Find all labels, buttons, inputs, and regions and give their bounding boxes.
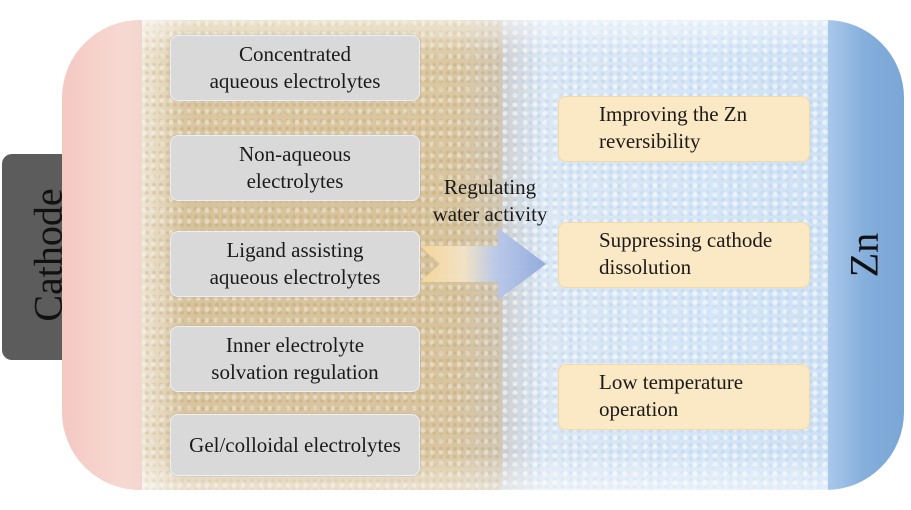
benefit-box-low-temperature: Low temperature operation [558,364,810,430]
strategy-line: Inner electrolyte [225,333,365,357]
right-arrow-icon [420,228,546,300]
arrow-label: Regulating water activity [410,174,570,228]
benefit-box-reversibility: Improving the Zn reversibility [558,96,810,162]
benefit-line: Suppressing cathode [599,228,773,252]
strategy-line: solvation regulation [211,360,379,384]
strategy-box-concentrated: Concentrated aqueous electrolytes [170,35,420,101]
strategy-line: Non-aqueous [239,142,351,166]
strategy-line: Gel/colloidal electrolytes [189,432,401,457]
strategy-box-solvation: Inner electrolyte solvation regulation [170,326,420,392]
battery-terminal [2,154,72,360]
strategy-line: aqueous electrolytes [209,69,381,93]
benefit-line: reversibility [599,129,701,153]
strategy-box-non-aqueous: Non-aqueous electrolytes [170,135,420,201]
benefit-line: operation [599,397,679,421]
benefit-box-dissolution: Suppressing cathode dissolution [558,222,810,288]
zn-label: Zn [841,232,887,278]
zn-anode-region [828,20,904,490]
strategy-line: aqueous electrolytes [209,265,381,289]
benefit-line: Improving the Zn [599,102,748,126]
strategy-line: electrolytes [246,169,344,193]
arrow-label-line: water activity [432,202,548,226]
cathode-region [62,20,150,490]
benefit-line: Low temperature [599,370,744,394]
benefit-line: dissolution [599,255,692,279]
strategy-box-gel: Gel/colloidal electrolytes [170,414,420,476]
arrow-label-line: Regulating [443,175,537,199]
strategy-box-ligand: Ligand assisting aqueous electrolytes [170,231,420,297]
strategy-line: Concentrated [239,42,351,66]
strategy-line: Ligand assisting [226,238,364,262]
cathode-label: Cathode [25,188,71,322]
